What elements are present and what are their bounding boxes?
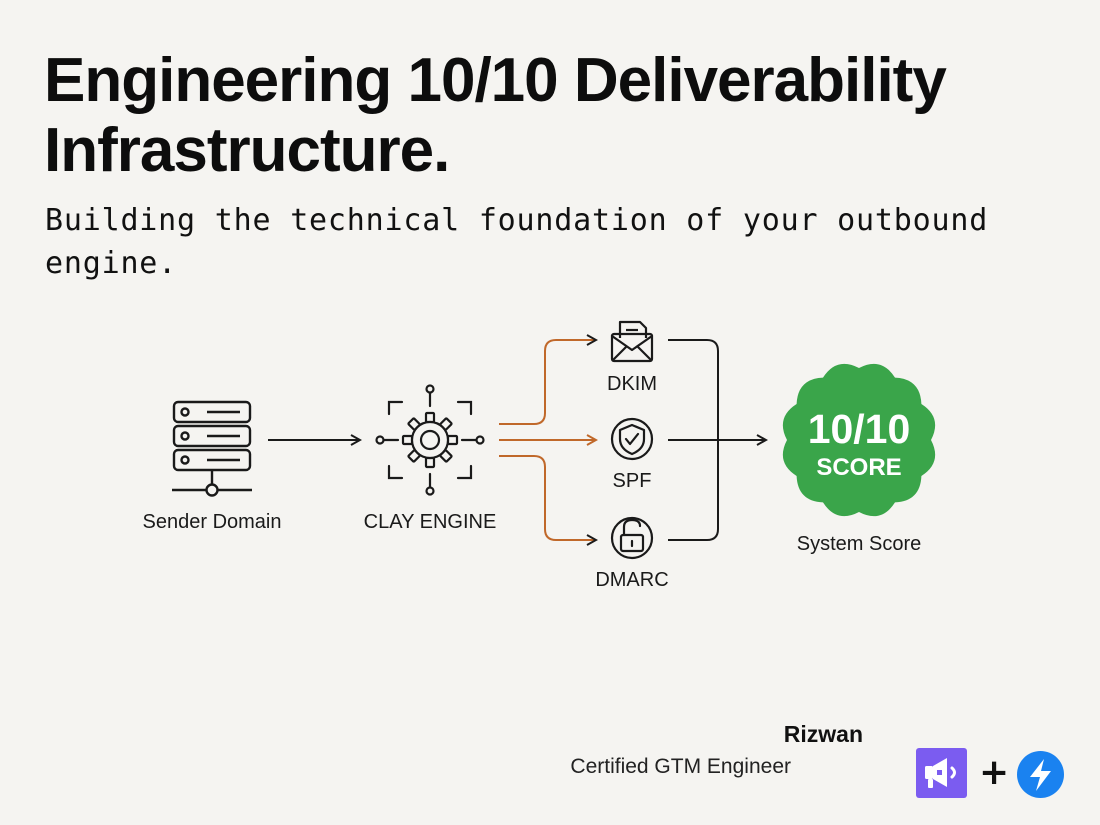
shield-check-icon	[610, 417, 654, 461]
arrow-dmarc-to-score	[668, 440, 719, 541]
envelope-document-icon	[610, 320, 654, 363]
branch-arrows	[499, 340, 596, 540]
clay-engine-node: CLAY ENGINE	[364, 384, 497, 533]
dmarc-node: DMARC	[595, 516, 669, 591]
arrow-engine-to-dmarc	[499, 455, 596, 540]
page-title-line-2: Infrastructure.	[44, 116, 450, 185]
lightning-bolt-logo-icon	[1017, 751, 1064, 798]
score-unit: SCORE	[816, 454, 901, 481]
score-value: 10/10	[808, 406, 911, 452]
megaphone-logo-icon	[916, 748, 967, 798]
page-title: Engineering 10/10 Deliverability Infrast…	[44, 46, 1074, 186]
score-node: 10/10 SCORE System Score	[782, 363, 936, 555]
dkim-label: DKIM	[607, 373, 657, 395]
score-badge-icon	[782, 363, 936, 517]
clay-engine-label: CLAY ENGINE	[364, 511, 497, 533]
system-score-label: System Score	[797, 533, 921, 555]
dkim-node: DKIM	[607, 320, 657, 395]
spf-node: SPF	[610, 417, 654, 492]
page-title-line-1: Engineering 10/10 Deliverability	[44, 46, 947, 115]
arrow-dkim-to-score	[668, 339, 719, 440]
sender-domain-label: Sender Domain	[143, 511, 282, 533]
server-icon	[172, 400, 252, 497]
arrow-engine-to-dkim	[499, 340, 596, 425]
sender-domain-node: Sender Domain	[143, 400, 282, 533]
plus-sign: +	[979, 752, 1010, 793]
gear-circuit-icon	[375, 384, 485, 496]
merge-arrows	[668, 339, 766, 541]
author-role: Certified GTM Engineer	[570, 755, 791, 778]
padlock-icon	[610, 516, 654, 560]
megaphone-glyph	[925, 758, 956, 788]
spf-label: SPF	[613, 470, 652, 492]
page-subtitle: Building the technical foundation of you…	[45, 203, 989, 281]
dmarc-label: DMARC	[595, 569, 668, 591]
author-name: Rizwan	[783, 721, 863, 747]
